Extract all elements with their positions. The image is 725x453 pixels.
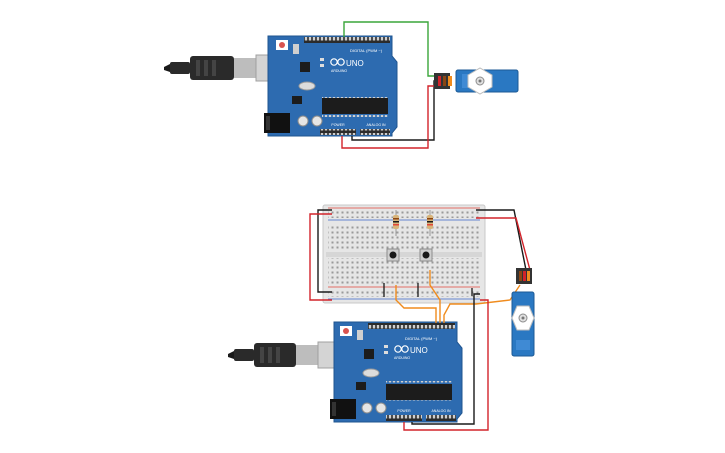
wire-red: [403, 299, 489, 431]
resistor[interactable]: [393, 210, 399, 236]
wire-orange: [429, 270, 441, 323]
digital-label: DIGITAL (PWM ~): [350, 48, 383, 53]
breadboard[interactable]: [322, 204, 486, 304]
power-label: POWER: [331, 123, 345, 127]
arduino-board-bottom[interactable]: DIGITAL (PWM ~) UNO ARDUINO POW: [330, 321, 463, 423]
resistor[interactable]: [427, 210, 433, 236]
servo-motor-bottom[interactable]: [511, 268, 535, 357]
power-jack[interactable]: [264, 113, 290, 133]
usb-cable[interactable]: [228, 341, 353, 369]
analog-label: ANALOG IN: [431, 409, 451, 413]
pushbutton[interactable]: [386, 248, 400, 262]
microcontroller-chip: [386, 384, 452, 400]
digital-label: DIGITAL (PWM ~): [405, 336, 438, 341]
microcontroller-chip: [322, 98, 388, 114]
wire-red: [309, 213, 332, 301]
power-jack[interactable]: [330, 399, 356, 419]
board-model: UNO: [410, 346, 428, 355]
jumper-wires[interactable]: [383, 283, 473, 297]
board-brand: ARDUINO: [394, 356, 410, 360]
pushbutton[interactable]: [419, 248, 433, 262]
wire-black: [476, 209, 527, 271]
servo-motor-top[interactable]: [434, 67, 519, 95]
board-model: UNO: [346, 59, 364, 68]
infinity-logo-icon: [330, 58, 345, 66]
wires-bottom[interactable]: [309, 209, 531, 431]
power-label: POWER: [397, 409, 411, 413]
bottom-circuit: DIGITAL (PWM ~) UNO ARDUINO POW: [228, 204, 535, 431]
wire-black: [411, 293, 480, 425]
wire-orange: [395, 285, 437, 323]
analog-label: ANALOG IN: [366, 123, 386, 127]
wire-red: [476, 217, 531, 271]
infinity-logo-icon: [394, 345, 409, 353]
arduino-board-top[interactable]: DIGITAL (PWM ~) UNO ARDUINO: [264, 35, 398, 137]
wire-black: [317, 209, 332, 293]
board-brand: ARDUINO: [331, 69, 347, 73]
top-circuit: DIGITAL (PWM ~) UNO ARDUINO: [164, 21, 519, 149]
